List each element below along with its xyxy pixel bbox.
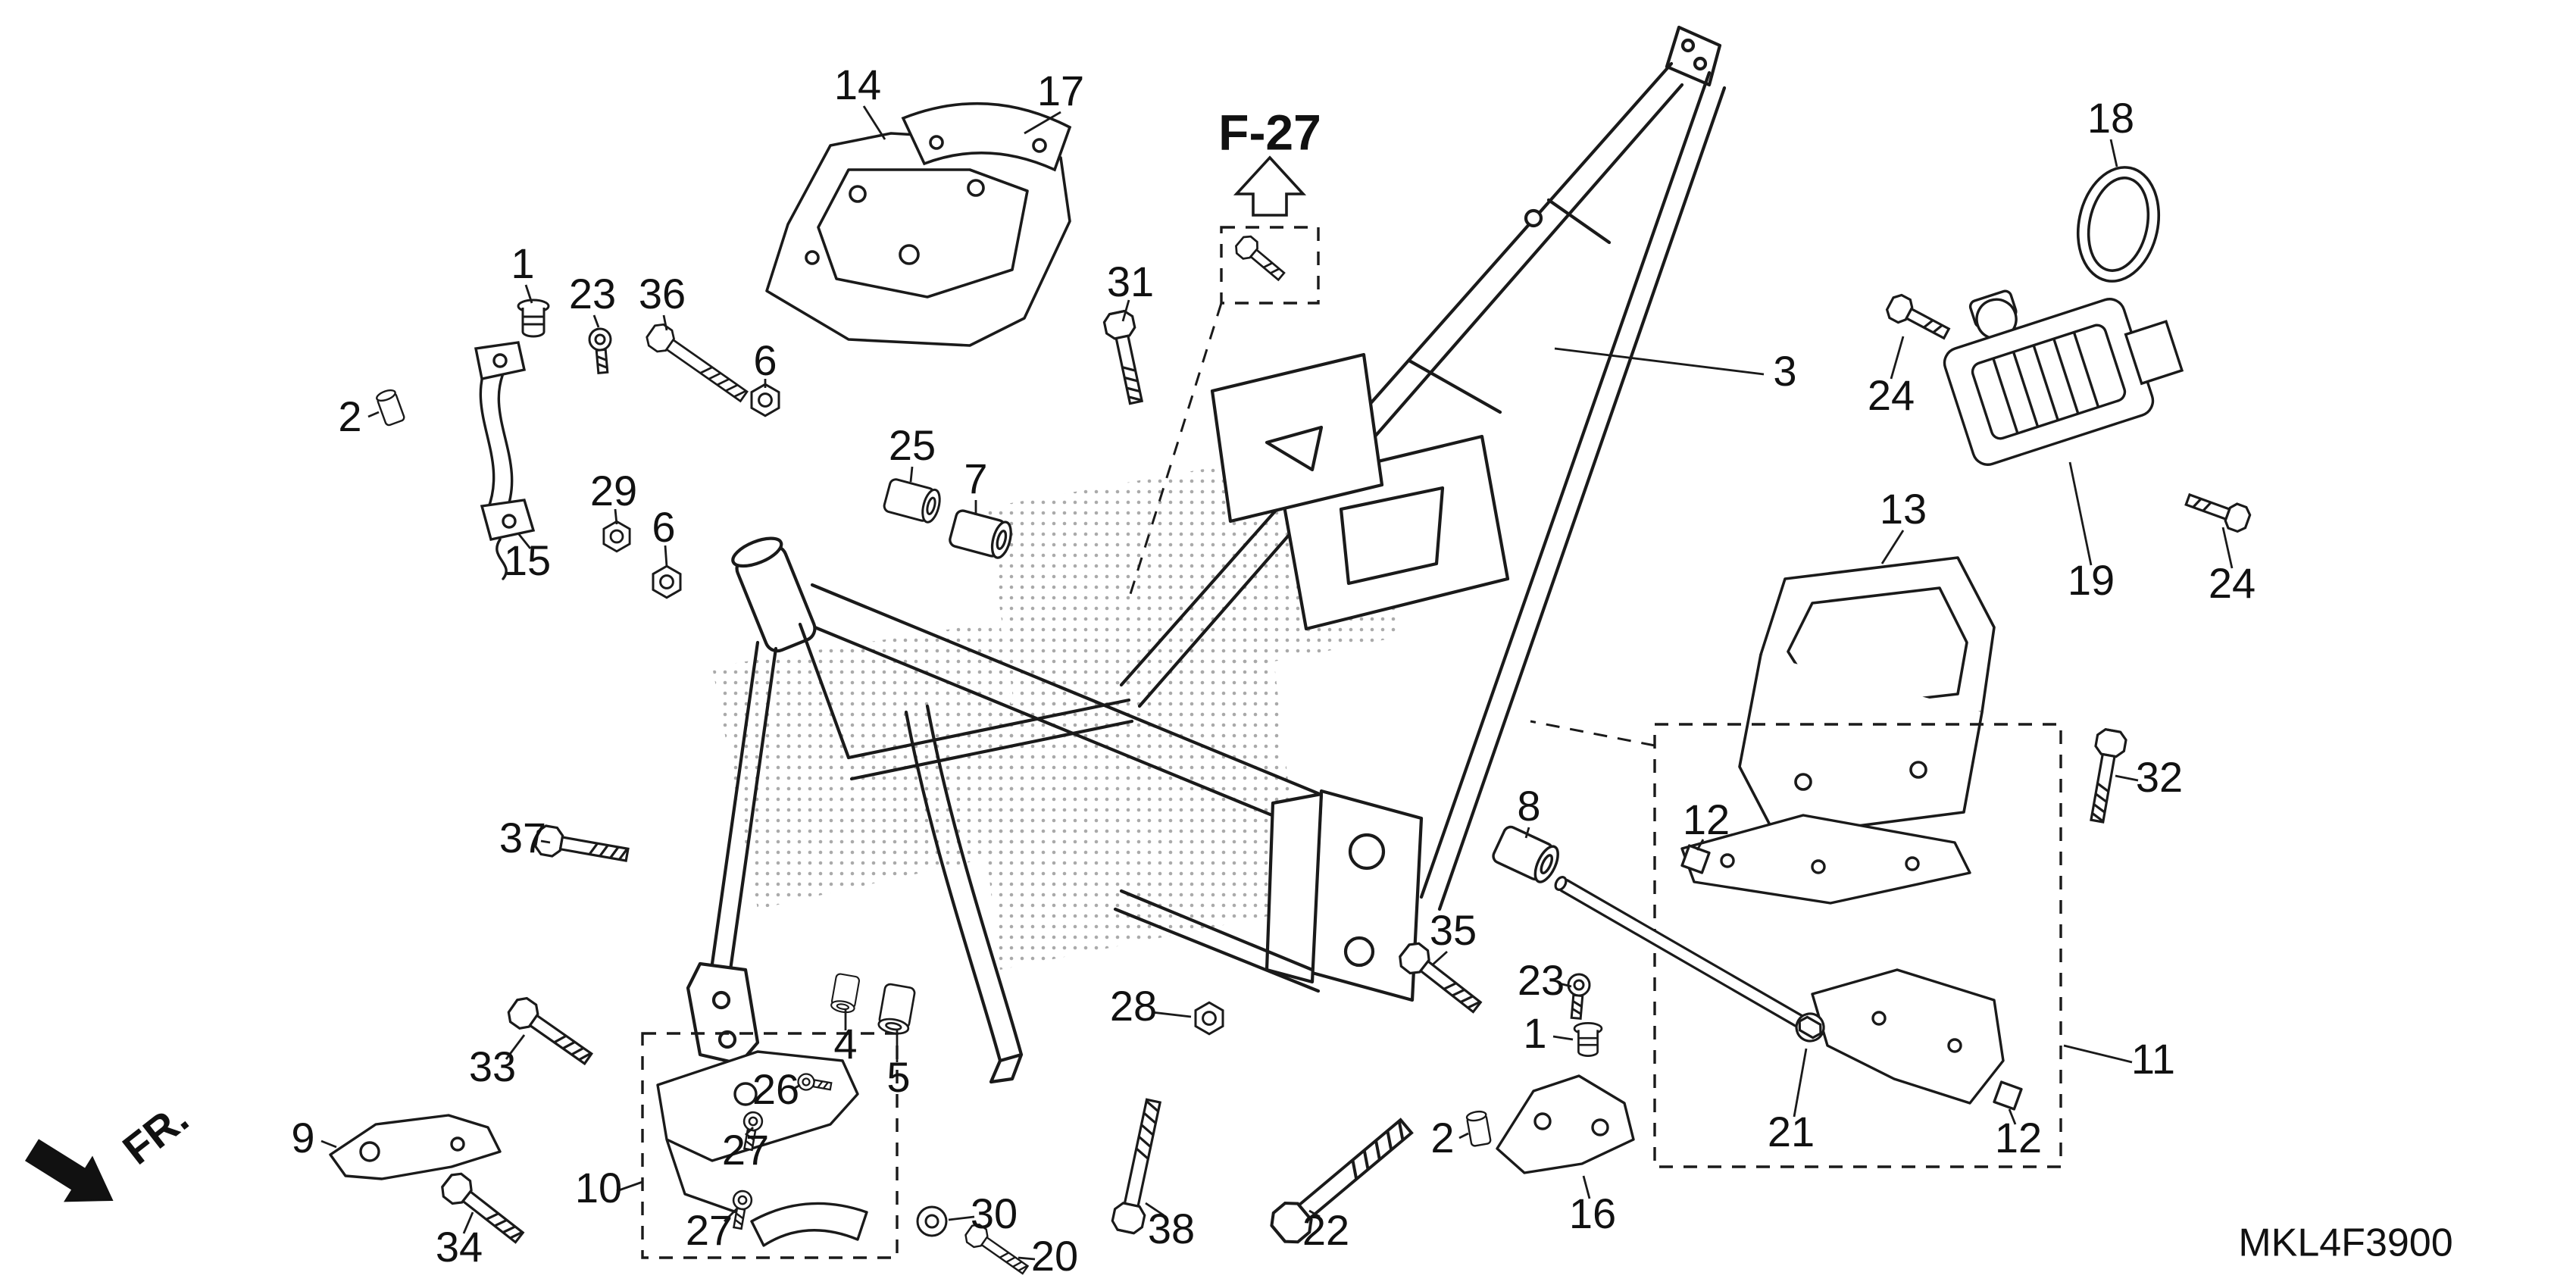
callout-38: 38 <box>1148 1205 1195 1252</box>
callout-23: 23 <box>569 270 616 317</box>
callout-12: 12 <box>1683 796 1730 843</box>
callout-8: 8 <box>1517 782 1540 830</box>
nut-12-upper <box>1680 844 1711 874</box>
part-nut-28 <box>1194 1001 1224 1036</box>
callout-14: 14 <box>834 61 881 108</box>
callout-2: 2 <box>1430 1114 1454 1161</box>
part-collar-2-right <box>1465 1109 1493 1148</box>
f27-reference <box>1129 155 1320 595</box>
bracket-11-lower <box>1811 968 2005 1105</box>
callout-3: 3 <box>1773 347 1796 395</box>
callout-18: 18 <box>2087 94 2134 142</box>
callout-26: 26 <box>752 1065 799 1113</box>
callout-31: 31 <box>1107 258 1154 305</box>
diagram-part-code: MKL4F3900 <box>2238 1221 2453 1265</box>
part-regulator-19 <box>1943 289 2184 466</box>
callout-15: 15 <box>504 536 551 584</box>
callout-16: 16 <box>1569 1190 1616 1237</box>
callout-37: 37 <box>499 814 546 861</box>
part-screw-23-right <box>1564 972 1592 1021</box>
callout-21: 21 <box>1768 1108 1815 1155</box>
callout-4: 4 <box>833 1020 857 1068</box>
callout-24: 24 <box>1868 371 1915 419</box>
part-rod-21 <box>1554 876 1825 1043</box>
part-bolt-24-left <box>1883 291 1954 346</box>
part-collar-5 <box>876 982 917 1037</box>
part-nut-6-upper <box>750 383 780 417</box>
callout-7: 7 <box>964 455 987 502</box>
callout-13: 13 <box>1880 485 1927 533</box>
part-washer-30 <box>916 1205 948 1237</box>
callout-10: 10 <box>575 1164 622 1211</box>
callout-33: 33 <box>469 1043 516 1090</box>
callout-9: 9 <box>291 1114 314 1161</box>
callout-25: 25 <box>889 421 936 469</box>
callout-17: 17 <box>1037 67 1084 114</box>
callout-30: 30 <box>971 1190 1018 1237</box>
callout-23: 23 <box>1518 956 1565 1004</box>
callout-6: 6 <box>652 503 675 551</box>
up-arrow-icon <box>1233 155 1307 217</box>
part-bolt-33 <box>503 993 598 1072</box>
callout-22: 22 <box>1302 1206 1349 1254</box>
callout-32: 32 <box>2136 753 2183 801</box>
part-grommet-1-left <box>517 299 550 338</box>
part-oring-18 <box>2076 166 2161 283</box>
callout-20: 20 <box>1031 1232 1078 1280</box>
main-frame <box>686 25 1727 1084</box>
part-collar-4 <box>829 972 861 1015</box>
part-bracket-14 <box>765 132 1071 347</box>
callout-35: 35 <box>1430 906 1477 954</box>
callout-2: 2 <box>338 392 361 440</box>
callout-24: 24 <box>2209 559 2256 607</box>
f27-bolt <box>1231 232 1290 286</box>
part-grommet-1-right <box>1573 1022 1603 1057</box>
part-tray-13 <box>1738 556 1996 838</box>
part-stay-15 <box>474 341 536 580</box>
fr-direction-arrow <box>24 1139 114 1202</box>
fr-label: FR. <box>114 1094 197 1174</box>
callout-34: 34 <box>436 1223 483 1271</box>
f27-dashed-box <box>1220 226 1320 305</box>
callout-29: 29 <box>590 467 637 514</box>
callout-6: 6 <box>753 336 777 384</box>
callout-1: 1 <box>511 239 534 287</box>
callout-12: 12 <box>1995 1114 2042 1161</box>
part-bolt-36 <box>642 320 752 408</box>
part-screw-23-left <box>587 327 615 375</box>
part-bracket-17 <box>901 102 1072 172</box>
callout-36: 36 <box>639 270 686 317</box>
part-nut-29 <box>602 520 631 553</box>
section-ref-label: F-27 <box>1218 104 1321 160</box>
part-bolt-31 <box>1101 308 1152 407</box>
callout-11: 11 <box>2131 1035 2175 1083</box>
callout-19: 19 <box>2068 556 2115 604</box>
bracket-11-upper <box>1680 814 1971 905</box>
part-bracket-9 <box>329 1114 502 1180</box>
callout-5: 5 <box>886 1053 910 1101</box>
callout-27: 27 <box>722 1126 769 1174</box>
part-nut-6-lower <box>652 564 682 599</box>
part-bracket-16 <box>1496 1074 1635 1174</box>
callout-27: 27 <box>686 1206 733 1254</box>
callout-28: 28 <box>1110 982 1157 1030</box>
part-collar-2-left <box>374 387 406 427</box>
part-bolt-24-right <box>2182 486 2253 535</box>
leader-lines <box>320 105 2234 1261</box>
part-bushing-25 <box>881 477 944 526</box>
nut-12-lower <box>1993 1080 2023 1111</box>
part-bolt-37 <box>533 823 631 871</box>
callout-1: 1 <box>1523 1009 1546 1057</box>
part-bracket-group-11 <box>1530 720 2062 1168</box>
